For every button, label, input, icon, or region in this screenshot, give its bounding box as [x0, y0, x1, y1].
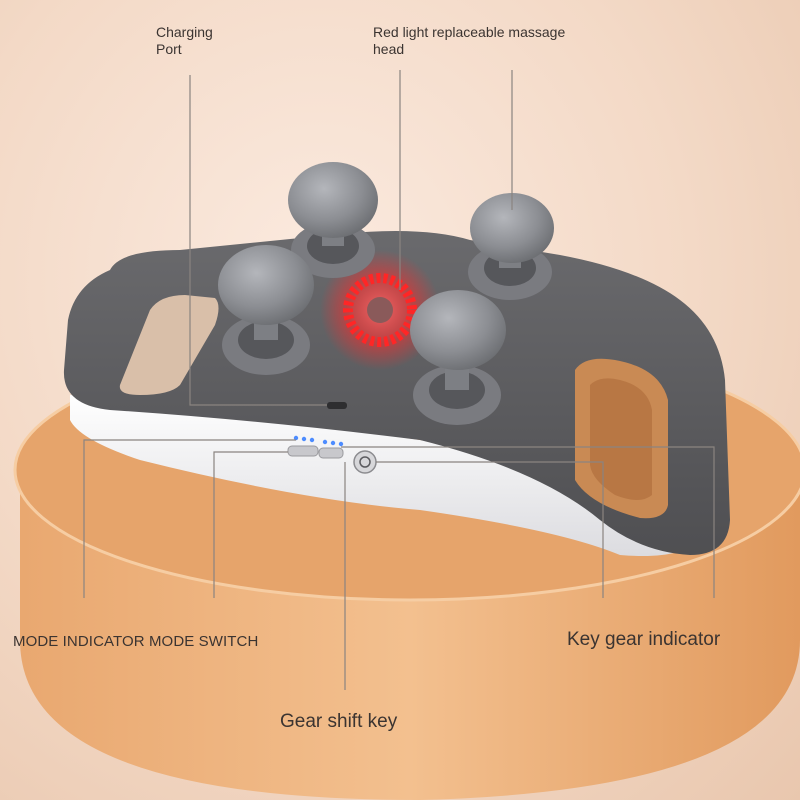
device-shell: [63, 231, 731, 555]
leader-charging-port: [189, 75, 327, 406]
massage-head-right[interactable]: [468, 193, 554, 300]
mode-indicator-dots: [293, 435, 344, 447]
leader-gear-key-indicator: [376, 461, 604, 598]
usb-port-icon[interactable]: [327, 402, 347, 409]
label-key-gear-indicator: Key gear indicator: [567, 629, 721, 650]
massage-head-back[interactable]: [288, 162, 378, 278]
leader-mode-switch: [213, 451, 288, 598]
mode-switch-icon[interactable]: [287, 445, 344, 459]
left-handle-opening: [119, 295, 219, 395]
shell-top: [63, 231, 731, 555]
power-key-icon[interactable]: [353, 450, 377, 474]
base-shell: [70, 395, 720, 556]
red-light-led-ring: [343, 273, 417, 347]
label-charging-port: Charging Port: [156, 24, 213, 57]
red-light-center: [367, 297, 393, 323]
device-base: [70, 395, 720, 556]
leader-key-gear-dots: [341, 446, 715, 598]
red-light-ring: [320, 250, 440, 370]
label-gear-shift-key: Gear shift key: [280, 711, 398, 732]
right-handle-inner: [590, 378, 652, 500]
massage-head-left[interactable]: [218, 245, 314, 375]
leader-lines: [83, 70, 715, 690]
leader-mode-indicator: [83, 439, 296, 598]
label-mode-indicator-switch: MODE INDICATOR MODE SWITCH: [13, 633, 259, 650]
label-red-light-head: Red light replaceable massage head: [373, 24, 566, 57]
massage-head-front[interactable]: [410, 290, 506, 425]
